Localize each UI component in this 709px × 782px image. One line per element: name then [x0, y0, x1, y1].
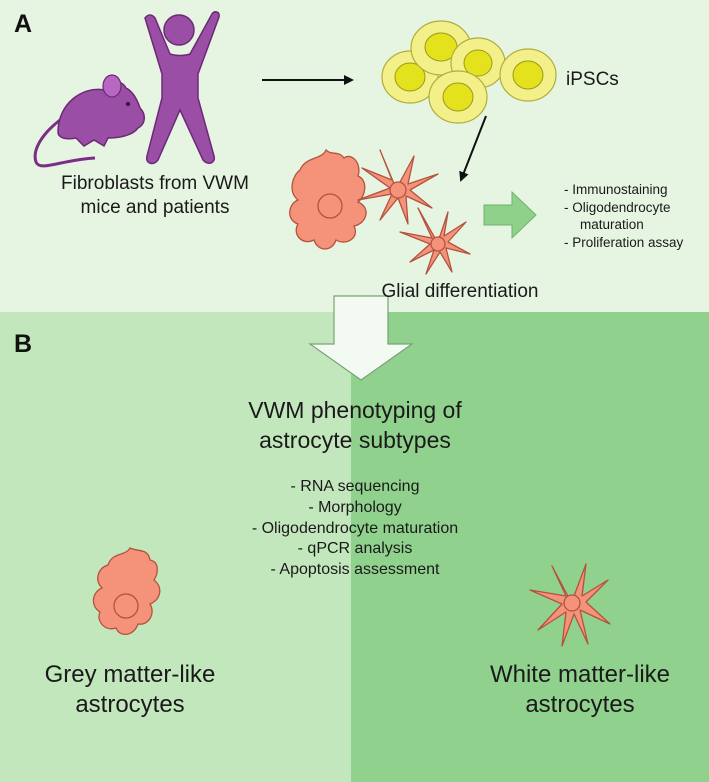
assay-list: - Immunostaining - Oligodendrocyte matur… [564, 181, 704, 251]
panel-b-letter: B [14, 330, 33, 358]
fibroblasts-label-line2: mice and patients [80, 196, 230, 218]
panel-a-background [0, 0, 709, 312]
phenotyping-title-line2: astrocyte subtypes [259, 426, 451, 453]
grey-matter-label-line2: astrocytes [75, 691, 185, 718]
analysis-item: - qPCR analysis [297, 540, 413, 558]
fibroblasts-label: Fibroblasts from VWM mice and patients [40, 172, 270, 220]
block-arrow-down [308, 295, 414, 381]
panel-b-white-background [351, 312, 709, 782]
analysis-item: - Apoptosis assessment [270, 561, 440, 579]
assay-item: - Immunostaining [564, 182, 668, 197]
panel-a-letter: A [14, 10, 33, 38]
white-matter-label: White matter-like astrocytes [455, 660, 705, 720]
glial-cells-icon [289, 148, 471, 275]
analysis-item: - RNA sequencing [290, 478, 420, 495]
analysis-item: - Oligodendrocyte maturation [251, 519, 459, 537]
grey-matter-label: Grey matter-like astrocytes [10, 660, 250, 720]
astrocyte-icon [529, 563, 611, 647]
white-matter-label-line1: White matter-like [489, 661, 671, 688]
assay-item: - Proliferation assay [564, 234, 684, 250]
assay-item: - Oligodendrocyte [564, 199, 671, 215]
ipsc-label: iPSCs [566, 69, 619, 90]
glial-differentiation-label: Glial differentiation [381, 281, 539, 302]
astrocyte-icon [92, 547, 161, 635]
fibroblasts-label-line1: Fibroblasts from VWM [61, 173, 249, 194]
grey-matter-label-line1: Grey matter-like [44, 661, 216, 688]
white-matter-label-line2: astrocytes [525, 691, 635, 718]
ipsc-cells-icon [381, 20, 557, 124]
arrow-to-glia [459, 115, 487, 182]
assay-item: maturation [580, 217, 644, 233]
analysis-item: - Morphology [308, 498, 402, 516]
phenotyping-title-line1: VWM phenotyping of [248, 397, 462, 423]
mouse-icon [33, 74, 145, 168]
phenotyping-title: VWM phenotyping of astrocyte subtypes [180, 396, 530, 456]
analysis-list: - RNA sequencing - Morphology - Oligoden… [200, 477, 510, 581]
human-icon [144, 11, 220, 165]
panel-b-grey-background [0, 312, 351, 782]
block-arrow-to-assays [483, 190, 537, 240]
